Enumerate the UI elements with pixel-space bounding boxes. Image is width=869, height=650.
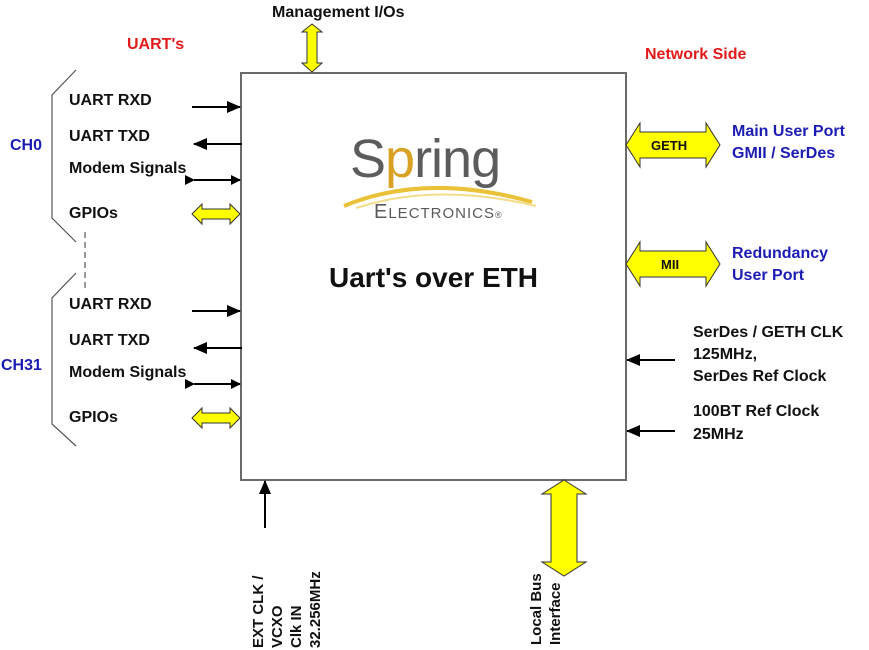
uarts-section-title: UART's — [127, 36, 185, 53]
ext-clock-line3: Clk IN — [288, 605, 305, 648]
spring-electronics-logo: Spring ELECTRONICS® — [336, 132, 546, 232]
redundancy-port-line1: Redundancy — [732, 245, 829, 262]
local-bus-line1: Local Bus — [528, 573, 545, 645]
local-bus-arrow — [540, 479, 588, 577]
logo-swoosh — [343, 186, 537, 209]
serdes-clock-line3: SerDes Ref Clock — [693, 368, 827, 385]
ch0-signal-label: UART RXD — [69, 92, 152, 109]
channel-ch31-label: CH31 — [1, 357, 42, 374]
mii-arrow-label: MII — [661, 257, 680, 272]
management-bus-arrow — [300, 23, 324, 73]
ch31-bracket — [51, 272, 77, 447]
mii-bus-arrow — [625, 240, 721, 288]
serdes-clock-line1: SerDes / GETH CLK — [693, 324, 844, 341]
ch0-signal-label: Modem Signals — [69, 160, 187, 177]
geth-bus-arrow — [625, 121, 721, 169]
ch0-signal-label: GPIOs — [69, 205, 118, 222]
ch0-bracket — [51, 69, 77, 243]
channel-ch0-label: CH0 — [10, 137, 43, 154]
network-side-title: Network Side — [645, 46, 747, 63]
ch31-signal-label: GPIOs — [69, 409, 118, 426]
100bt-clock-line2: 25MHz — [693, 426, 744, 443]
ext-clock-line2: VCXO — [269, 605, 286, 648]
ch31-signal-label: UART RXD — [69, 296, 152, 313]
redundancy-port-line2: User Port — [732, 267, 805, 284]
logo-subtitle: ELECTRONICS® — [374, 201, 503, 223]
ch31-signal-label: Modem Signals — [69, 364, 187, 381]
geth-arrow-label: GETH — [651, 138, 688, 153]
management-ios-label: Management I/Os — [272, 4, 405, 21]
ext-clock-line4: 32.256MHz — [307, 571, 324, 648]
ch0-gpio-bus-arrow — [191, 202, 241, 226]
ext-clock-line1: EXT CLK / — [250, 575, 267, 648]
block-title: Uart's over ETH — [329, 262, 538, 293]
100bt-clock-line1: 100BT Ref Clock — [693, 403, 820, 420]
ch31-signal-label: UART TXD — [69, 332, 150, 349]
ch31-gpio-bus-arrow — [191, 406, 241, 430]
main-port-line1: Main User Port — [732, 123, 845, 140]
serdes-clock-line2: 125MHz, — [693, 346, 758, 363]
logo-wordmark: Spring — [350, 129, 501, 189]
main-port-line2: GMII / SerDes — [732, 145, 836, 162]
local-bus-line2: Interface — [547, 582, 564, 645]
ch0-signal-label: UART TXD — [69, 128, 150, 145]
uarts-over-eth-block: Spring ELECTRONICS® Uart's over ETH — [240, 72, 627, 481]
